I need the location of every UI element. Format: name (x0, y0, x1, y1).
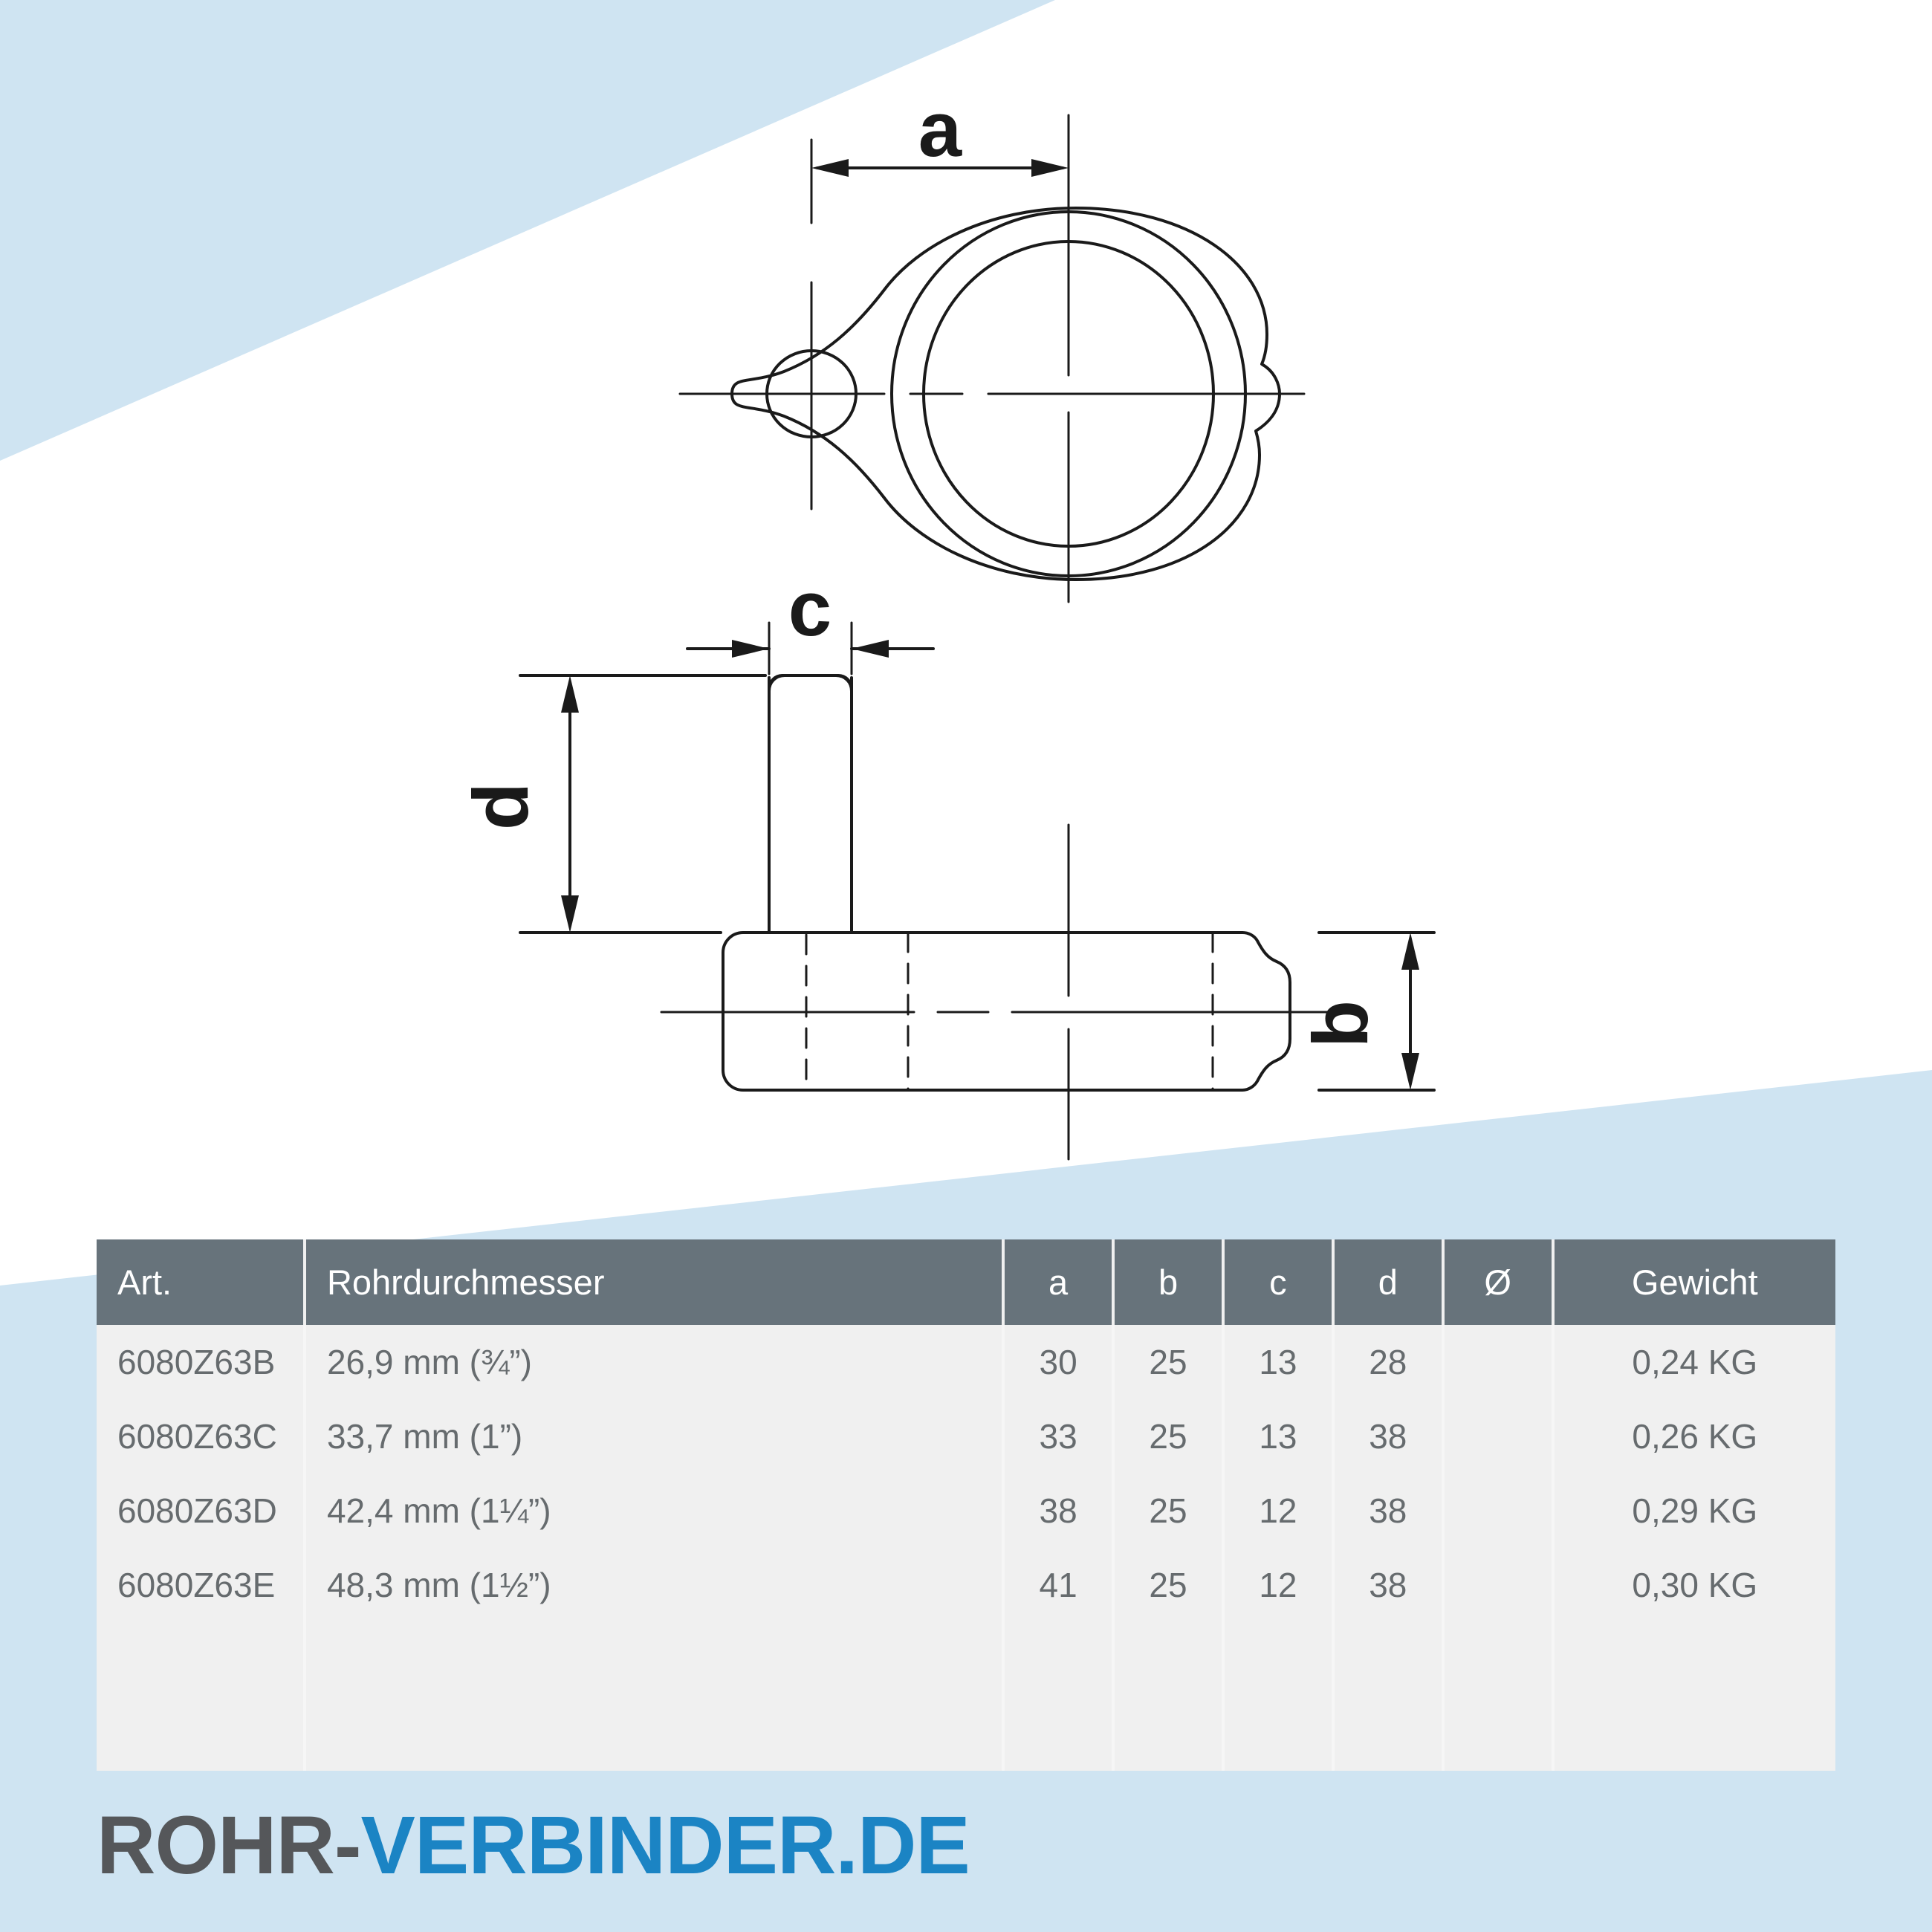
cell-gewicht: 0,24 KG (1552, 1325, 1835, 1399)
filler-cell (1442, 1622, 1555, 1771)
specification-table: Art. Rohrdurchmesser a b c d Ø Gewicht 6… (97, 1239, 1835, 1771)
dim-label-b: b (1297, 1000, 1384, 1048)
cell-d: 38 (1332, 1474, 1445, 1548)
table-header-row: Art. Rohrdurchmesser a b c d Ø Gewicht (97, 1239, 1835, 1325)
logo-text-verbinder: VERBINDER.DE (360, 1800, 970, 1891)
filler-cell (304, 1622, 1005, 1771)
cell-a: 38 (1003, 1474, 1115, 1548)
cell-rohrdurchmesser: 48,3 mm (1½”) (304, 1548, 1005, 1622)
side-view-body-outline (722, 931, 1291, 1092)
cell-rohrdurchmesser: 42,4 mm (1¼”) (304, 1474, 1005, 1548)
column-header-diameter: Ø (1442, 1239, 1555, 1325)
cell-b: 25 (1113, 1474, 1225, 1548)
cell-art: 6080Z63E (97, 1548, 306, 1622)
cell-d: 38 (1332, 1399, 1445, 1474)
specification-table-panel: Art. Rohrdurchmesser a b c d Ø Gewicht 6… (97, 1239, 1835, 1771)
column-header-a: a (1003, 1239, 1115, 1325)
column-header-rohrdurchmesser: Rohrdurchmesser (304, 1239, 1005, 1325)
dim-label-c: c (788, 565, 832, 652)
column-header-c: c (1222, 1239, 1335, 1325)
dim-c-arrow-left (732, 640, 769, 658)
site-logo[interactable]: ROHR-VERBINDER.DE (97, 1798, 970, 1893)
cell-a: 30 (1003, 1325, 1115, 1399)
cell-rohrdurchmesser: 26,9 mm (¾”) (304, 1325, 1005, 1399)
table-row: 6080Z63C 33,7 mm (1”) 33 25 13 38 0,26 K… (97, 1399, 1835, 1474)
dim-label-a: a (918, 86, 963, 173)
cell-d: 28 (1332, 1325, 1445, 1399)
cell-art: 6080Z63B (97, 1325, 306, 1399)
dim-a-arrow-right (1031, 159, 1069, 177)
table-row: 6080Z63E 48,3 mm (1½”) 41 25 12 38 0,30 … (97, 1548, 1835, 1622)
filler-cell (1222, 1622, 1335, 1771)
column-header-d: d (1332, 1239, 1445, 1325)
cell-c: 12 (1222, 1548, 1335, 1622)
cell-art: 6080Z63D (97, 1474, 306, 1548)
side-view-pin-top-round (768, 674, 853, 693)
cell-gewicht: 0,26 KG (1552, 1399, 1835, 1474)
logo-text-rohr: ROHR- (97, 1800, 362, 1891)
technical-drawing: a c d b (458, 86, 1436, 1161)
filler-cell (97, 1622, 306, 1771)
filler-cell (1003, 1622, 1115, 1771)
dim-a-arrow-left (811, 159, 849, 177)
filler-cell (1332, 1622, 1445, 1771)
cell-c: 13 (1222, 1399, 1335, 1474)
filler-cell (1552, 1622, 1835, 1771)
cell-d: 38 (1332, 1548, 1445, 1622)
dim-b-arrow-bottom (1401, 1053, 1419, 1090)
dim-c-arrow-right (852, 640, 889, 658)
cell-a: 33 (1003, 1399, 1115, 1474)
side-view-pin-outline (768, 674, 853, 934)
cell-diameter (1442, 1325, 1555, 1399)
dim-d-arrow-bottom (561, 895, 579, 933)
cell-c: 13 (1222, 1325, 1335, 1399)
table-filler-row (97, 1622, 1835, 1771)
table-body: 6080Z63B 26,9 mm (¾”) 30 25 13 28 0,24 K… (97, 1325, 1835, 1771)
column-header-b: b (1113, 1239, 1225, 1325)
cell-b: 25 (1113, 1325, 1225, 1399)
table-row: 6080Z63B 26,9 mm (¾”) 30 25 13 28 0,24 K… (97, 1325, 1835, 1399)
dim-d-arrow-top (561, 675, 579, 713)
cell-rohrdurchmesser: 33,7 mm (1”) (304, 1399, 1005, 1474)
cell-art: 6080Z63C (97, 1399, 306, 1474)
cell-gewicht: 0,30 KG (1552, 1548, 1835, 1622)
cell-c: 12 (1222, 1474, 1335, 1548)
cell-b: 25 (1113, 1399, 1225, 1474)
column-header-art: Art. (97, 1239, 306, 1325)
filler-cell (1113, 1622, 1225, 1771)
dim-label-d: d (458, 782, 545, 830)
cell-diameter (1442, 1548, 1555, 1622)
table-row: 6080Z63D 42,4 mm (1¼”) 38 25 12 38 0,29 … (97, 1474, 1835, 1548)
cell-diameter (1442, 1399, 1555, 1474)
cell-gewicht: 0,29 KG (1552, 1474, 1835, 1548)
cell-diameter (1442, 1474, 1555, 1548)
cell-a: 41 (1003, 1548, 1115, 1622)
column-header-gewicht: Gewicht (1552, 1239, 1835, 1325)
dim-b-arrow-top (1401, 933, 1419, 970)
cell-b: 25 (1113, 1548, 1225, 1622)
